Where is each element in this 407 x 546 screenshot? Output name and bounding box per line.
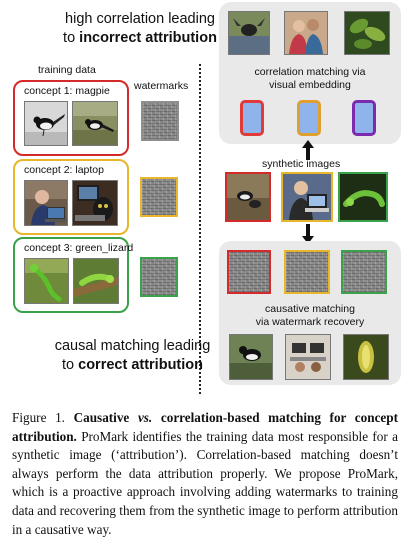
top-heading: high correlation leading to incorrect at… bbox=[40, 10, 240, 48]
correlation-matching-panel: correlation matching via visual embeddin… bbox=[219, 2, 401, 144]
bird-water-photo bbox=[229, 12, 269, 54]
watermarks-label: watermarks bbox=[134, 80, 189, 92]
training-image-magpie-2 bbox=[72, 101, 118, 146]
attributed-image-lizard bbox=[343, 334, 389, 380]
plant-photo bbox=[345, 12, 389, 54]
watermark-laptop bbox=[140, 177, 178, 217]
training-image-laptop-2 bbox=[72, 180, 118, 226]
synthetic-lizard-photo bbox=[340, 174, 386, 220]
synthetic-image-lizard bbox=[338, 172, 388, 222]
magpie-photo-1 bbox=[25, 102, 67, 145]
attributed-image-magpie bbox=[229, 334, 273, 380]
attributed-lizard-photo bbox=[344, 335, 388, 379]
watermark-green-lizard bbox=[140, 257, 178, 297]
lizard-photo-1 bbox=[25, 259, 68, 303]
training-data-label: training data bbox=[38, 64, 96, 76]
concept-label-laptop: concept 2: laptop bbox=[24, 164, 104, 176]
top-heading-line1: high correlation leading bbox=[65, 11, 215, 27]
embedding-orange bbox=[297, 100, 321, 136]
concept-label-magpie: concept 1: magpie bbox=[24, 85, 110, 97]
figure-caption: Figure 1. Causative vs. correlation-base… bbox=[12, 409, 398, 539]
caption-body: ProMark identifies the training data mos… bbox=[12, 428, 399, 537]
embedding-red bbox=[240, 100, 264, 136]
training-image-laptop-1 bbox=[24, 180, 68, 226]
bottom-heading-line1: causal matching leading bbox=[54, 338, 211, 354]
recovered-watermark-3 bbox=[341, 250, 387, 294]
lizard-photo-2 bbox=[74, 259, 118, 303]
retrieved-image-people bbox=[284, 11, 328, 55]
bottom-heading-emphasis: correct attribution bbox=[78, 357, 203, 373]
top-heading-emphasis: incorrect attribution bbox=[79, 30, 217, 46]
laptop-photo-1 bbox=[25, 181, 67, 225]
retrieved-image-plant bbox=[344, 11, 390, 55]
watermark-recovery-panel: causative matching via watermark recover… bbox=[219, 241, 401, 385]
up-arrow-icon bbox=[302, 140, 314, 160]
attributed-magpie-photo bbox=[230, 335, 272, 379]
retrieved-image-bird bbox=[228, 11, 270, 55]
watermark-magpie bbox=[141, 101, 179, 141]
top-heading-line2: to incorrect attribution bbox=[63, 30, 217, 46]
laptop-photo-2 bbox=[73, 181, 117, 225]
caption-title-vs: vs. bbox=[137, 410, 153, 425]
concept-label-green-lizard: concept 3: green_lizard bbox=[24, 242, 134, 254]
concept-box-magpie: concept 1: magpie bbox=[13, 80, 129, 156]
training-image-magpie-1 bbox=[24, 101, 68, 146]
synthetic-image-magpie bbox=[225, 172, 271, 222]
caption-title-part2: correlation-based matching for concept a… bbox=[12, 410, 399, 444]
concept-box-green-lizard: concept 3: green_lizard bbox=[13, 237, 133, 313]
watermark-recovery-caption-line2: via watermark recovery bbox=[255, 316, 365, 328]
synthetic-image-laptop bbox=[281, 172, 333, 222]
figure-number: Figure 1. bbox=[12, 410, 65, 425]
embedding-purple bbox=[352, 100, 376, 136]
concept-box-laptop: concept 2: laptop bbox=[13, 159, 129, 235]
dotted-separator bbox=[199, 64, 201, 394]
correlation-caption-line1: correlation matching via bbox=[254, 66, 366, 78]
magpie-photo-2 bbox=[73, 102, 117, 145]
watermark-recovery-caption-line1: causative matching bbox=[265, 303, 355, 315]
synthetic-magpie-photo bbox=[227, 174, 269, 220]
attributed-laptop-photo bbox=[286, 335, 330, 379]
synthetic-images-label: synthetic images bbox=[262, 158, 341, 170]
correlation-caption: correlation matching via visual embeddin… bbox=[219, 66, 401, 92]
recovered-watermark-2 bbox=[284, 250, 330, 294]
recovered-watermark-1 bbox=[227, 250, 271, 294]
training-image-lizard-1 bbox=[24, 258, 69, 304]
synthetic-laptop-photo bbox=[283, 174, 331, 220]
correlation-caption-line2: visual embedding bbox=[269, 79, 351, 91]
bottom-heading-line2: to correct attribution bbox=[62, 357, 203, 373]
down-arrow-icon bbox=[302, 224, 314, 244]
attributed-image-laptop bbox=[285, 334, 331, 380]
bottom-heading: causal matching leading to correct attri… bbox=[50, 337, 215, 375]
training-image-lizard-2 bbox=[73, 258, 119, 304]
watermark-recovery-caption: causative matching via watermark recover… bbox=[219, 303, 401, 329]
people-photo bbox=[285, 12, 327, 54]
caption-title-part1: Causative bbox=[73, 410, 130, 425]
